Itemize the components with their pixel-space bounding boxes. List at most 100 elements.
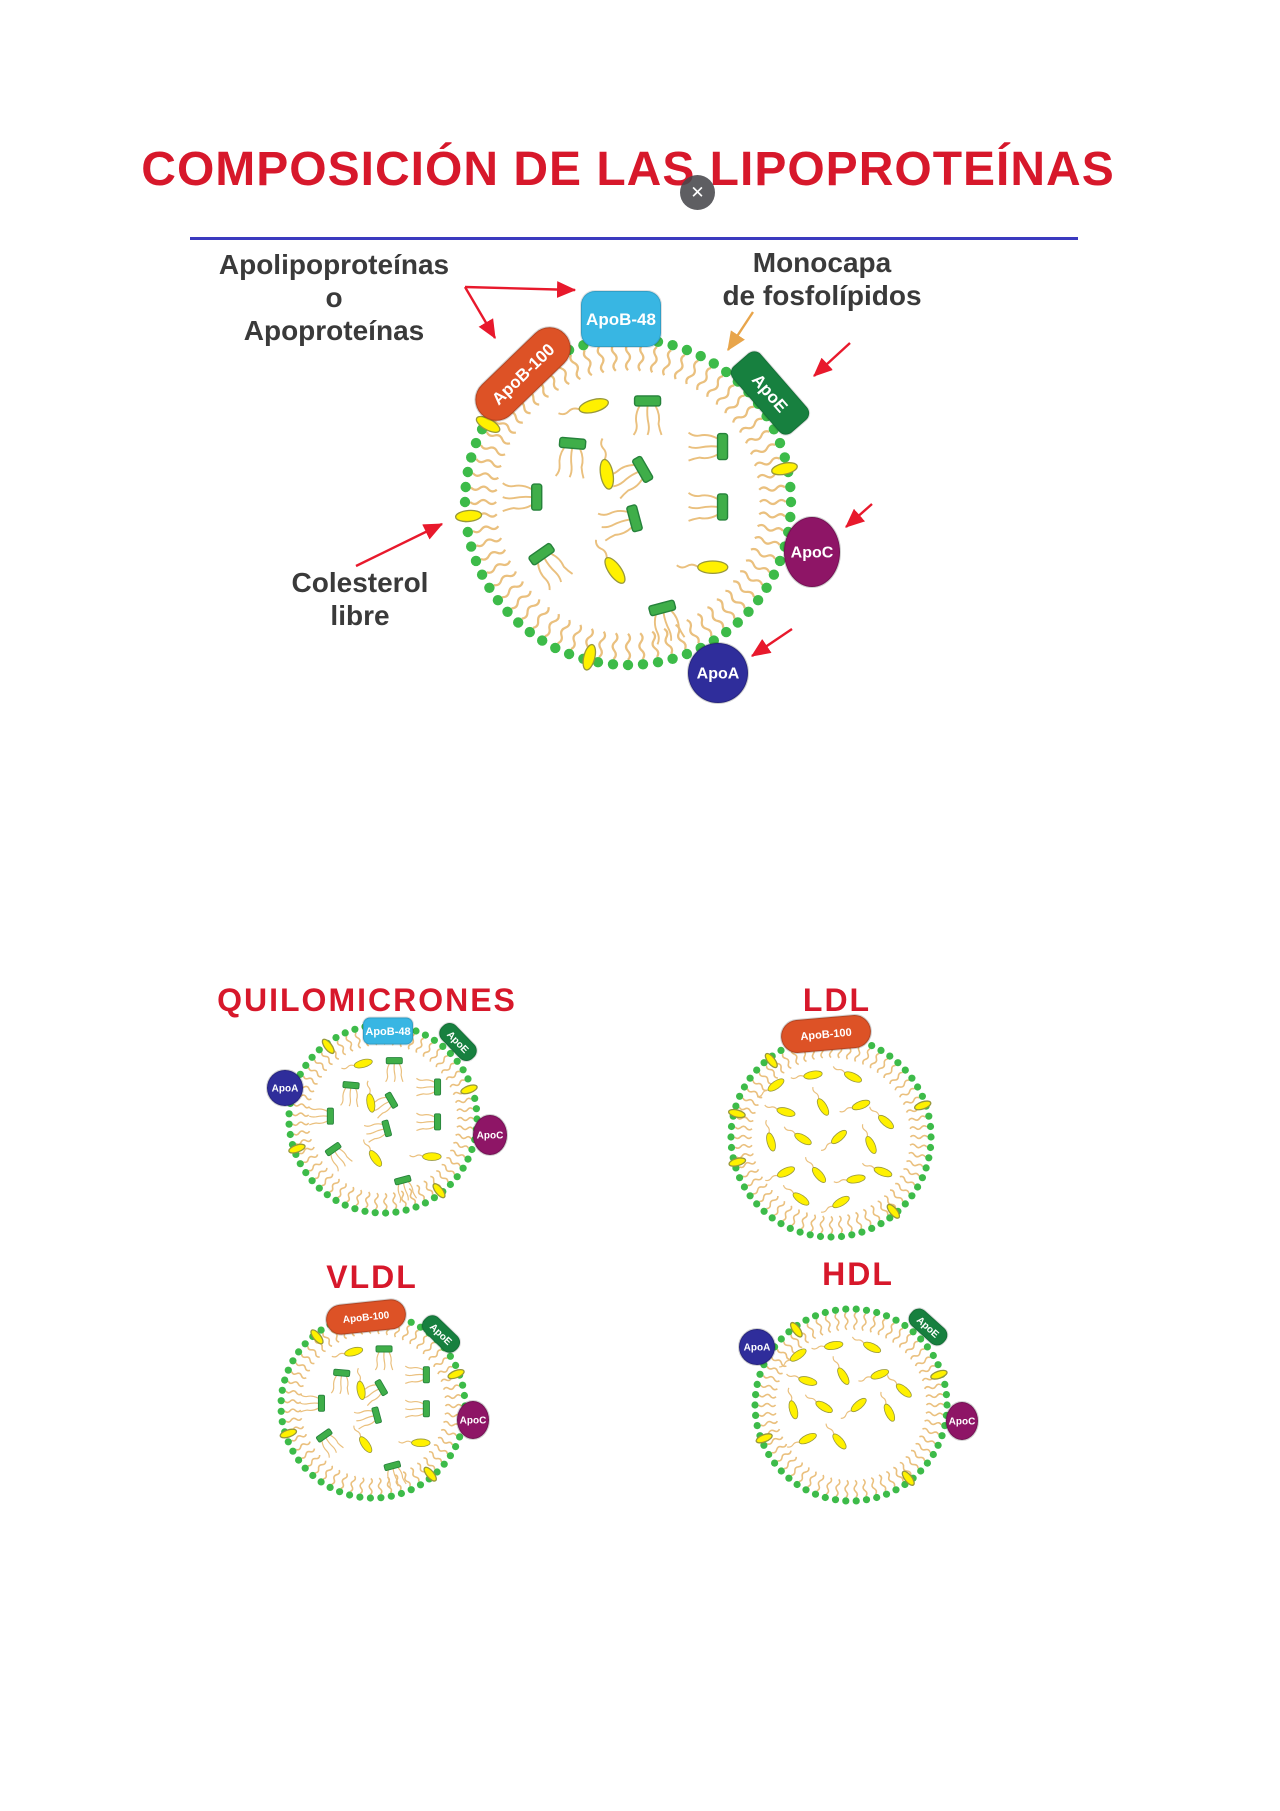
cholesteryl-ester-lipid	[687, 492, 729, 522]
triglyceride-lipid	[820, 1195, 850, 1213]
label-line: Monocapa	[752, 247, 892, 278]
page-title: COMPOSICIÓN DE LAS LIPOPROTEÍNAS	[141, 143, 1115, 196]
apob48-label: ApoB-48	[586, 310, 656, 329]
cholesteryl-ester-lipid	[340, 1081, 360, 1108]
triglyceride-lipid	[858, 1369, 890, 1382]
free-cholesterol-molecule	[310, 1329, 324, 1345]
cholesteryl-ester-lipid	[404, 1365, 430, 1384]
triglyceride-lipid	[861, 1124, 877, 1154]
label-line: Apolipoproteínas	[218, 249, 450, 280]
triglyceride-lipid	[825, 1423, 847, 1450]
free-cholesterol-molecule	[764, 1052, 778, 1069]
triglyceride-lipid	[804, 1394, 833, 1414]
hdl-core-lipids	[779, 1336, 912, 1450]
triglyceride-lipid	[353, 1425, 373, 1453]
triglyceride-lipid	[812, 1086, 830, 1116]
label-line: Apoproteínas	[243, 315, 425, 346]
free-cholesterol-molecule	[913, 1100, 932, 1111]
arrow-to-apob100	[463, 286, 497, 340]
section-title-hdl: HDL	[822, 1256, 894, 1292]
vldl-core-lipids	[300, 1345, 431, 1489]
apoc-badge: ApoC	[783, 516, 841, 588]
triglyceride-lipid	[869, 1106, 894, 1130]
triglyceride-lipid	[861, 1162, 893, 1178]
triglyceride-lipid	[782, 1184, 810, 1206]
label-free-cholesterol: Colesterol libre	[292, 566, 429, 632]
section-title-quilomicrones: QUILOMICRONES	[217, 982, 517, 1018]
apob48-badge: ApoB-48	[362, 1016, 414, 1046]
apoc-badge: ApoC	[472, 1114, 508, 1156]
cholesteryl-ester-lipid	[300, 1394, 326, 1413]
cholesteryl-ester-lipid	[648, 599, 686, 645]
cholesteryl-ester-lipid	[632, 395, 663, 436]
triglyceride-lipid	[765, 1119, 776, 1152]
triglyceride-lipid	[880, 1391, 896, 1422]
ldl-particle: ApoB-100	[727, 1014, 935, 1241]
arrow-to-apoa	[751, 628, 793, 657]
apoe-badge: ApoE	[907, 1307, 949, 1347]
free-cholesterol-molecule	[886, 1203, 901, 1219]
cholesteryl-ester-lipid	[383, 1460, 407, 1489]
cholesteryl-ester-lipid	[330, 1368, 351, 1395]
free-cholesterol-molecule	[432, 1183, 446, 1199]
apob100-label: ApoB-100	[342, 1310, 390, 1326]
triglyceride-lipid	[786, 1373, 818, 1386]
triglyceride-lipid	[832, 1356, 850, 1385]
label-apolipoproteins: Apolipoproteínas o Apoproteínas	[219, 248, 449, 347]
apob100-label: ApoB-100	[800, 1027, 852, 1043]
triglyceride-lipid	[783, 1126, 812, 1146]
free-cholesterol-molecule	[930, 1369, 948, 1380]
free-cholesterol-molecule	[423, 1466, 437, 1482]
triglyceride-lipid	[790, 1070, 823, 1080]
free-cholesterol-molecule	[454, 509, 483, 523]
free-cholesterol-molecule	[901, 1470, 915, 1486]
label-line: Colesterol	[291, 567, 429, 598]
apob48-label: ApoB-48	[365, 1026, 410, 1038]
label-line: o	[325, 282, 343, 313]
arrow-to-monolayer	[726, 311, 755, 352]
ldl-core-lipids	[756, 1066, 894, 1213]
free-cholesterol-molecule	[789, 1321, 803, 1338]
cholesteryl-ester-lipid	[416, 1112, 442, 1132]
triglyceride-lipid	[779, 1348, 807, 1368]
cholesteryl-ester-lipid	[502, 482, 543, 512]
triglyceride-lipid	[833, 1174, 866, 1184]
triglyceride-lipid	[787, 1387, 799, 1420]
apob100-badge: ApoB-100	[325, 1298, 407, 1336]
cholesteryl-ester-lipid	[368, 1091, 399, 1119]
close-button[interactable]: ✕	[680, 175, 715, 210]
cholesteryl-ester-lipid	[554, 436, 587, 479]
apoc-label: ApoC	[460, 1416, 487, 1427]
cholesteryl-ester-lipid	[416, 1077, 442, 1097]
triglyceride-lipid	[886, 1375, 912, 1398]
triglyceride-lipid	[676, 560, 729, 575]
quilomicrones-core-lipids	[308, 1057, 442, 1203]
free-cholesterol-molecule	[321, 1038, 335, 1055]
apoa-label: ApoA	[697, 666, 740, 683]
triglyceride-lipid	[839, 1099, 871, 1113]
triglyceride-lipid	[363, 1139, 383, 1167]
label-line: de fosfolípidos	[722, 280, 922, 311]
section-title-vldl: VLDL	[326, 1259, 418, 1295]
title-divider	[190, 237, 1078, 240]
apoc-label: ApoC	[949, 1417, 976, 1428]
triglyceride-lipid	[805, 1157, 827, 1183]
arrow-to-free-cholesterol	[355, 522, 444, 568]
apoc-badge: ApoC	[945, 1401, 979, 1441]
free-cholesterol-molecule	[771, 462, 798, 476]
apoe-badge: ApoE	[729, 350, 811, 436]
triglyceride-lipid	[331, 1346, 364, 1358]
triglyceride-lipid	[356, 1367, 366, 1400]
ldl-membrane-ring	[727, 1033, 935, 1241]
cholesteryl-ester-lipid	[394, 1174, 418, 1203]
triglyceride-lipid	[398, 1438, 431, 1448]
triglyceride-lipid	[821, 1129, 847, 1151]
triglyceride-lipid	[786, 1432, 817, 1448]
apoc-badge: ApoC	[456, 1400, 490, 1440]
triglyceride-lipid	[765, 1166, 795, 1182]
apoa-label: ApoA	[272, 1084, 299, 1095]
free-cholesterol-molecule	[460, 1084, 478, 1095]
